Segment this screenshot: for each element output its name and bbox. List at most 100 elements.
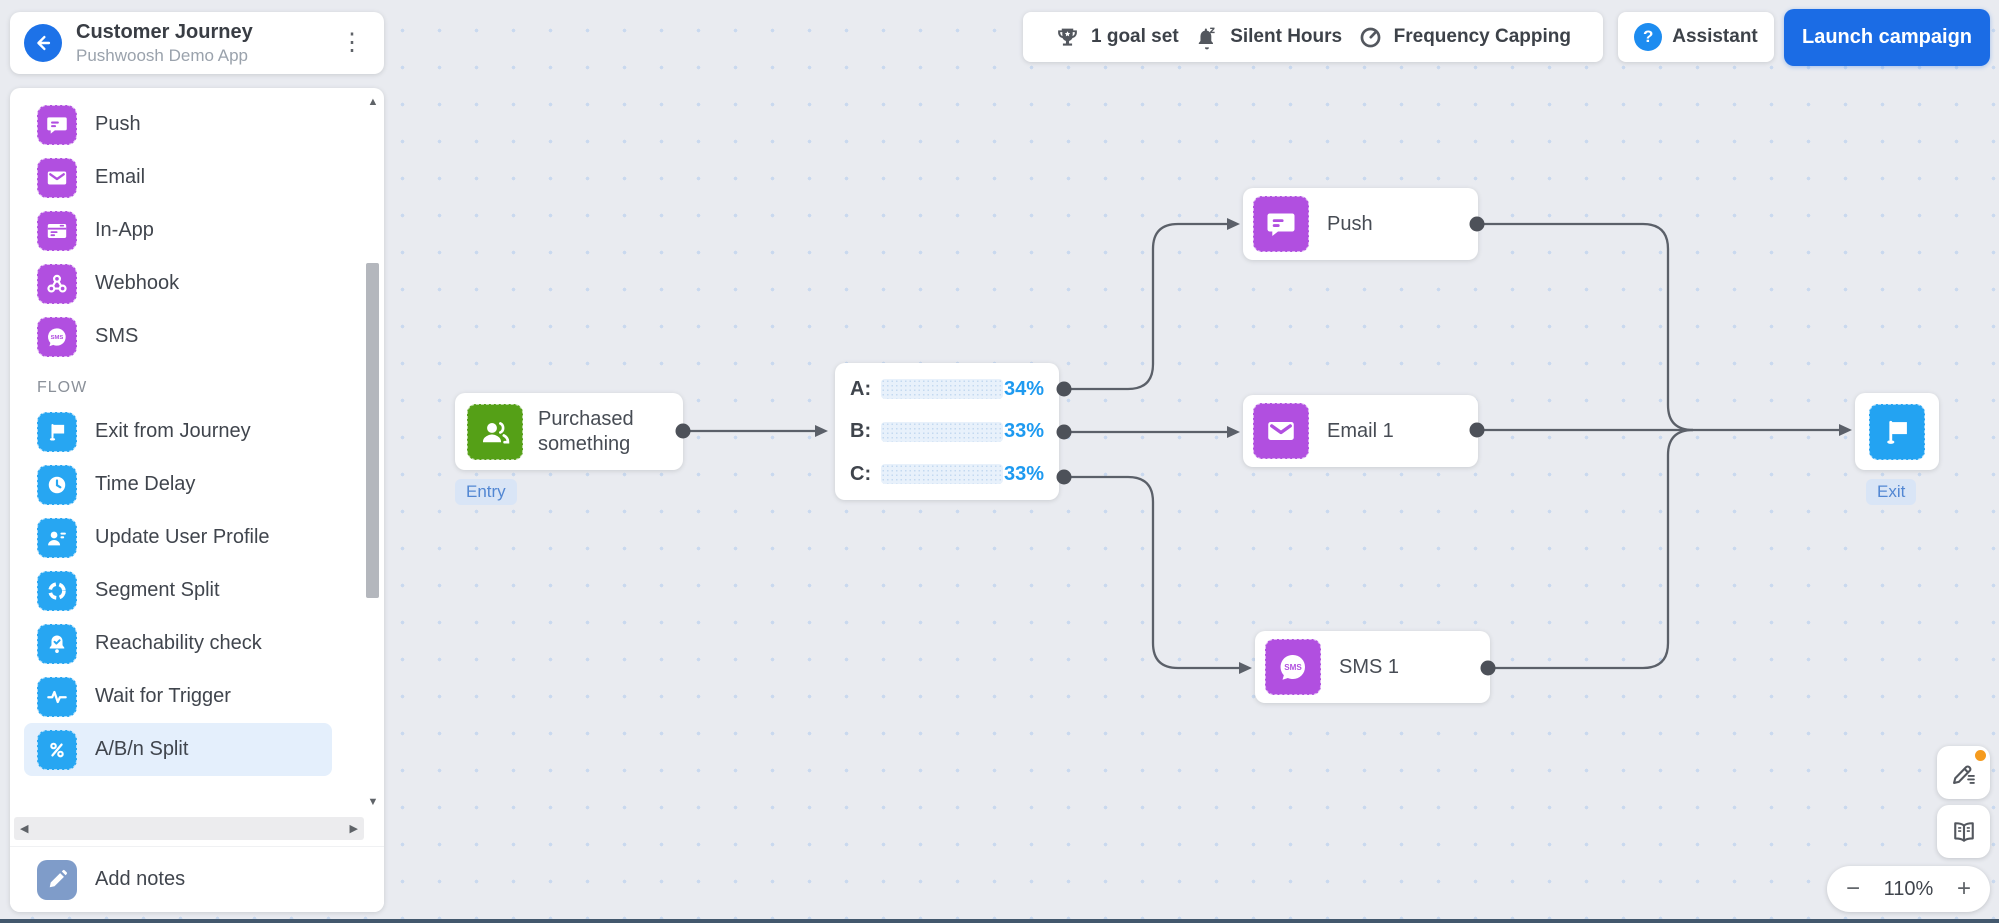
flow-section-label: FLOW	[37, 379, 88, 396]
zoom-control: − 110% +	[1827, 866, 1990, 912]
add-notes-button[interactable]: Add notes	[10, 846, 384, 912]
clock-icon	[37, 464, 77, 505]
scroll-up-icon[interactable]: ▲	[367, 96, 379, 108]
sidebar-item-segment-split[interactable]: Segment Split	[10, 564, 362, 617]
frequency-capping-label: Frequency Capping	[1393, 26, 1571, 47]
svg-text:SMS: SMS	[1284, 663, 1302, 672]
variant-percentage: 33%	[1003, 420, 1044, 442]
sidebar-item-label: Webhook	[95, 272, 180, 294]
sidebar-item-reachability-check[interactable]: Reachability check	[10, 617, 362, 670]
trophy-icon	[1058, 28, 1077, 46]
exit-node[interactable]	[1855, 393, 1939, 470]
email-icon	[37, 157, 77, 198]
inapp-icon	[37, 210, 77, 251]
entry-badge: Entry	[455, 479, 517, 505]
bell-sleep-icon	[1198, 27, 1215, 49]
sidebar-item-label: SMS	[95, 325, 139, 347]
campaign-settings-toolbar: 1 goal set Silent Hours Frequency Cappin…	[1023, 12, 1603, 62]
edge-split-a-to-push	[1066, 218, 1240, 391]
journey-header: Customer Journey Pushwoosh Demo App ⋮	[10, 12, 384, 74]
journey-title: Customer Journey	[76, 20, 253, 43]
push-node[interactable]: Push	[1243, 188, 1478, 260]
goal-set-button[interactable]: 1 goal set	[1055, 25, 1179, 50]
back-button[interactable]	[24, 24, 62, 62]
book-icon	[1953, 821, 1974, 842]
percent-icon	[37, 729, 77, 770]
push-icon	[37, 104, 77, 145]
sms-icon: SMS	[1265, 639, 1321, 695]
zoom-level: 110%	[1883, 877, 1934, 900]
sidebar-item-label: Wait for Trigger	[95, 685, 231, 707]
split-variant-a-row: A: 34%	[850, 376, 1044, 402]
sidebar-item-abn-split[interactable]: A/B/n Split	[24, 723, 332, 776]
variant-bar	[881, 421, 1003, 442]
sms-node[interactable]: SMS SMS 1	[1255, 631, 1490, 703]
variant-label: A:	[850, 377, 872, 400]
audience-icon	[467, 403, 523, 460]
vertical-scroll-thumb[interactable]	[366, 263, 379, 598]
sidebar-item-email[interactable]: Email	[10, 151, 362, 204]
sidebar-item-webhook[interactable]: Webhook	[10, 257, 362, 310]
window-bottom-edge	[0, 919, 1999, 923]
push-icon	[1253, 196, 1309, 252]
variant-label: B:	[850, 420, 872, 442]
email-node[interactable]: Email 1	[1243, 395, 1478, 467]
sidebar-item-wait-for-trigger[interactable]: Wait for Trigger	[10, 670, 362, 723]
sidebar-item-exit-from-journey[interactable]: Exit from Journey	[10, 405, 362, 458]
variant-bar	[881, 464, 1003, 484]
journey-subtitle: Pushwoosh Demo App	[76, 45, 248, 65]
sidebar-item-label: Email	[95, 166, 146, 188]
abn-split-node[interactable]: A: 34% B: 33% C: 33%	[835, 363, 1059, 500]
question-mark-icon: ?	[1634, 23, 1663, 51]
sidebar-item-label: Push	[95, 113, 141, 135]
user-profile-icon	[37, 517, 77, 558]
notes-pen-icon	[37, 859, 77, 900]
flag-icon	[1869, 403, 1925, 460]
kebab-menu-icon[interactable]: ⋮	[340, 29, 364, 56]
sidebar-item-label: Segment Split	[95, 579, 220, 601]
entry-node-title: Purchased something	[538, 407, 634, 455]
changelog-button[interactable]	[1937, 746, 1990, 799]
sidebar-item-update-user-profile[interactable]: Update User Profile	[10, 511, 362, 564]
assistant-label: Assistant	[1672, 26, 1758, 47]
edge-push-to-merge	[1477, 222, 1694, 432]
svg-text:SMS: SMS	[51, 335, 64, 341]
email-node-label: Email 1	[1327, 419, 1394, 442]
pencil-list-icon	[1952, 764, 1975, 784]
scroll-left-icon[interactable]: ◀	[20, 823, 29, 835]
zoom-in-button[interactable]: +	[1956, 875, 1971, 902]
variant-percentage: 34%	[1003, 377, 1044, 400]
frequency-capping-button[interactable]: Frequency Capping	[1358, 25, 1571, 50]
launch-campaign-button[interactable]: Launch campaign	[1784, 9, 1990, 66]
gauge-icon	[1360, 27, 1381, 47]
zoom-out-button[interactable]: −	[1846, 875, 1861, 902]
entry-node-purchased-something[interactable]: Purchased something	[455, 393, 683, 470]
assistant-button[interactable]: ? Assistant	[1618, 12, 1774, 62]
scroll-right-icon[interactable]: ▶	[349, 823, 358, 835]
sidebar-item-label: Update User Profile	[95, 526, 270, 548]
sms-icon: SMS	[37, 316, 77, 357]
sidebar-item-inapp[interactable]: In-App	[10, 204, 362, 257]
exit-badge: Exit	[1866, 479, 1917, 505]
silent-hours-label: Silent Hours	[1230, 26, 1343, 47]
pulse-icon	[37, 676, 77, 717]
sidebar-item-push[interactable]: Push	[10, 98, 362, 151]
documentation-button[interactable]	[1937, 805, 1990, 858]
split-variant-b-row: B: 33%	[850, 419, 1044, 445]
bell-check-icon	[37, 623, 77, 664]
edge-sms-to-merge	[1487, 428, 1694, 670]
flag-icon	[37, 411, 77, 452]
silent-hours-button[interactable]: Silent Hours	[1194, 25, 1342, 50]
variant-label: C:	[850, 462, 872, 485]
scroll-down-icon[interactable]: ▼	[367, 796, 379, 808]
sidebar-item-label: A/B/n Split	[95, 738, 189, 760]
notification-dot	[1975, 750, 1986, 761]
sidebar-item-label: Exit from Journey	[95, 420, 251, 442]
variant-bar	[881, 379, 1003, 399]
sidebar-vertical-scrollbar[interactable]: ▲ ▼	[365, 96, 381, 808]
sidebar-item-label: Reachability check	[95, 632, 262, 654]
sidebar-horizontal-scrollbar[interactable]: ◀ ▶	[14, 817, 364, 840]
sms-node-label: SMS 1	[1339, 655, 1400, 678]
sidebar-item-time-delay[interactable]: Time Delay	[10, 458, 362, 511]
sidebar-item-sms[interactable]: SMS SMS	[10, 310, 362, 363]
